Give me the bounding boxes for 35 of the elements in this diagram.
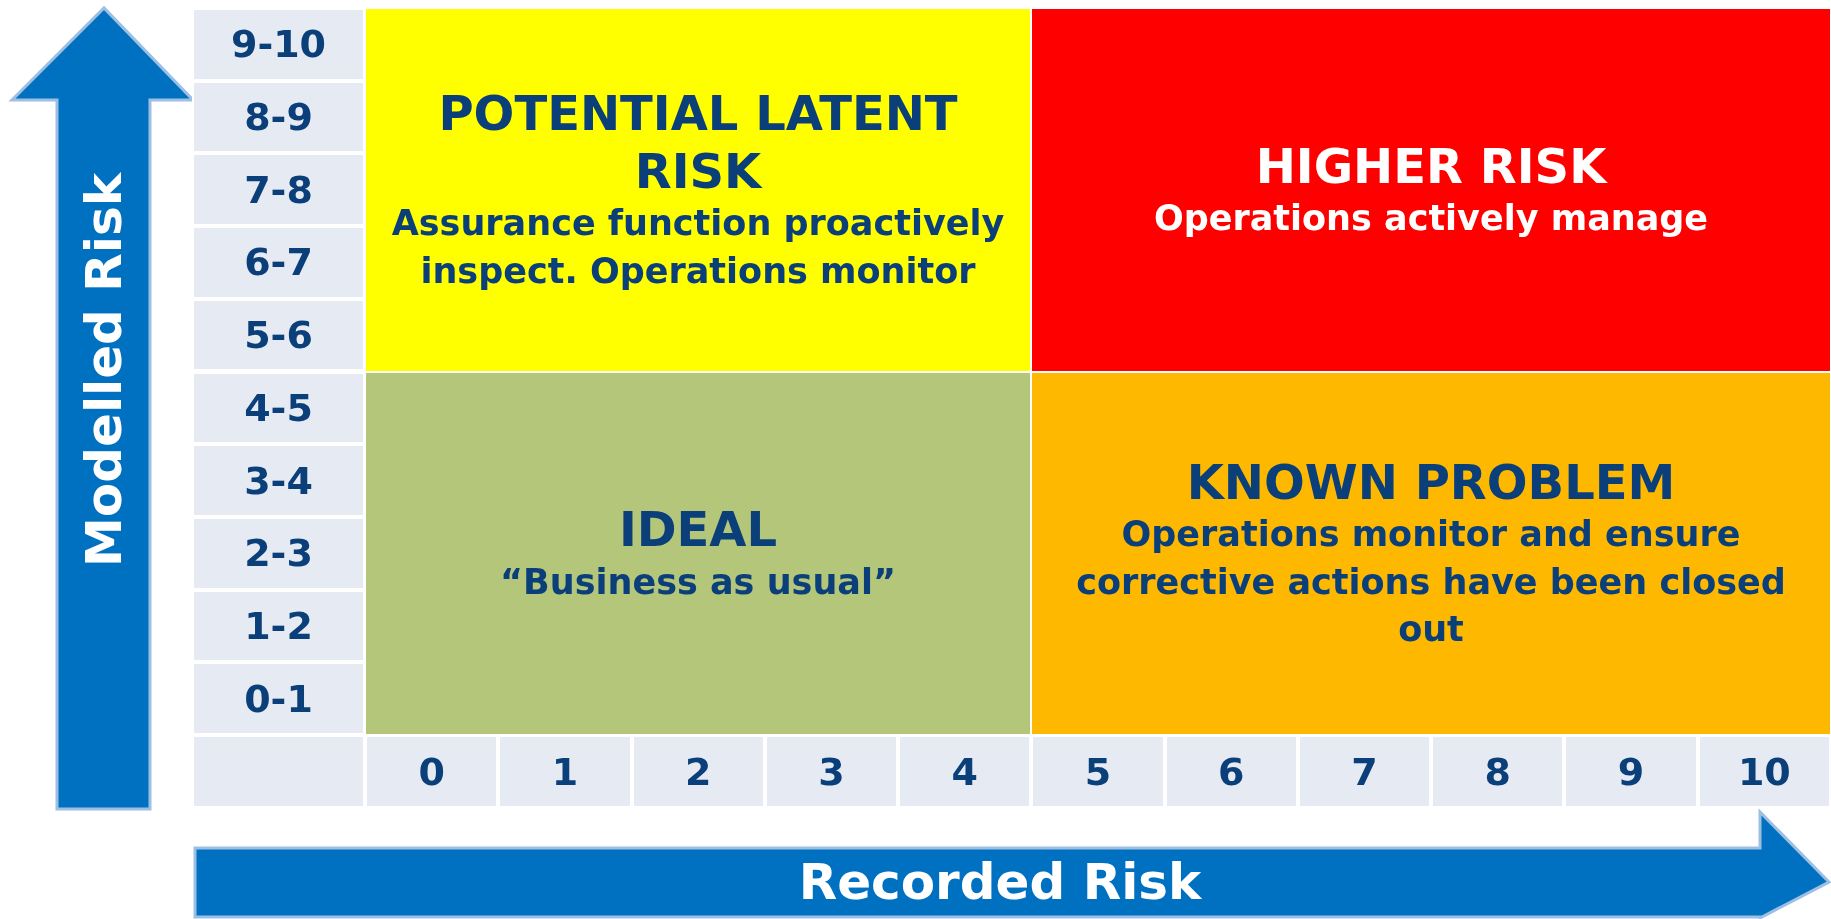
x-axis-tick-label: 3 <box>764 735 899 808</box>
x-axis-tick-label: 2 <box>631 735 765 808</box>
quadrant-description: Operations actively manage <box>1153 197 1709 241</box>
y-axis-tick-label: 4-5 <box>192 371 365 445</box>
quadrant-title: IDEAL <box>618 501 778 559</box>
x-axis-tick-label: 0 <box>365 735 499 808</box>
y-axis-tick-label: 1-2 <box>192 589 365 663</box>
risk-quadrant <box>1031 8 1831 372</box>
y-axis-title: Modelled Risk <box>75 173 133 567</box>
x-axis-tick-label: 9 <box>1564 735 1698 808</box>
risk-quadrant <box>365 372 1031 735</box>
y-axis-tick-label: 9-10 <box>192 8 365 81</box>
y-axis-tick-label: 6-7 <box>192 226 365 299</box>
y-axis-tick-label: 8-9 <box>192 80 365 154</box>
x-axis-tick-label: 4 <box>898 735 1032 808</box>
risk-quadrant <box>365 8 1031 372</box>
quadrant-title: POTENTIAL LATENT RISK <box>437 85 959 201</box>
quadrant-title: HIGHER RISK <box>1255 137 1607 196</box>
x-axis-tick-label: 10 <box>1697 735 1831 808</box>
y-axis-tick-label: 5-6 <box>192 298 365 372</box>
x-axis-tick-label: 1 <box>498 735 632 808</box>
x-axis-tick-label: 6 <box>1164 735 1298 808</box>
y-axis-tick-label: 2-3 <box>192 516 365 590</box>
x-axis-tick-label: 5 <box>1031 735 1165 808</box>
y-axis-tick-label: 0-1 <box>192 662 365 735</box>
quadrant-description: “Business as usual” <box>500 560 896 604</box>
quadrant-description: Assurance function proactively inspect. Operations monitor <box>390 202 1006 293</box>
y-axis-tick-label: 7-8 <box>192 153 365 227</box>
y-axis-tick-label: 3-4 <box>192 444 365 517</box>
x-axis-title: Recorded Risk <box>798 853 1202 911</box>
quadrant-description: Operations monitor and ensure corrective actions have been closed out <box>1075 513 1787 651</box>
x-axis-tick-label: 8 <box>1431 735 1565 808</box>
risk-quadrant <box>1031 372 1831 735</box>
x-axis-tick-label: 7 <box>1297 735 1432 808</box>
quadrant-title: KNOWN PROBLEM <box>1186 453 1676 512</box>
